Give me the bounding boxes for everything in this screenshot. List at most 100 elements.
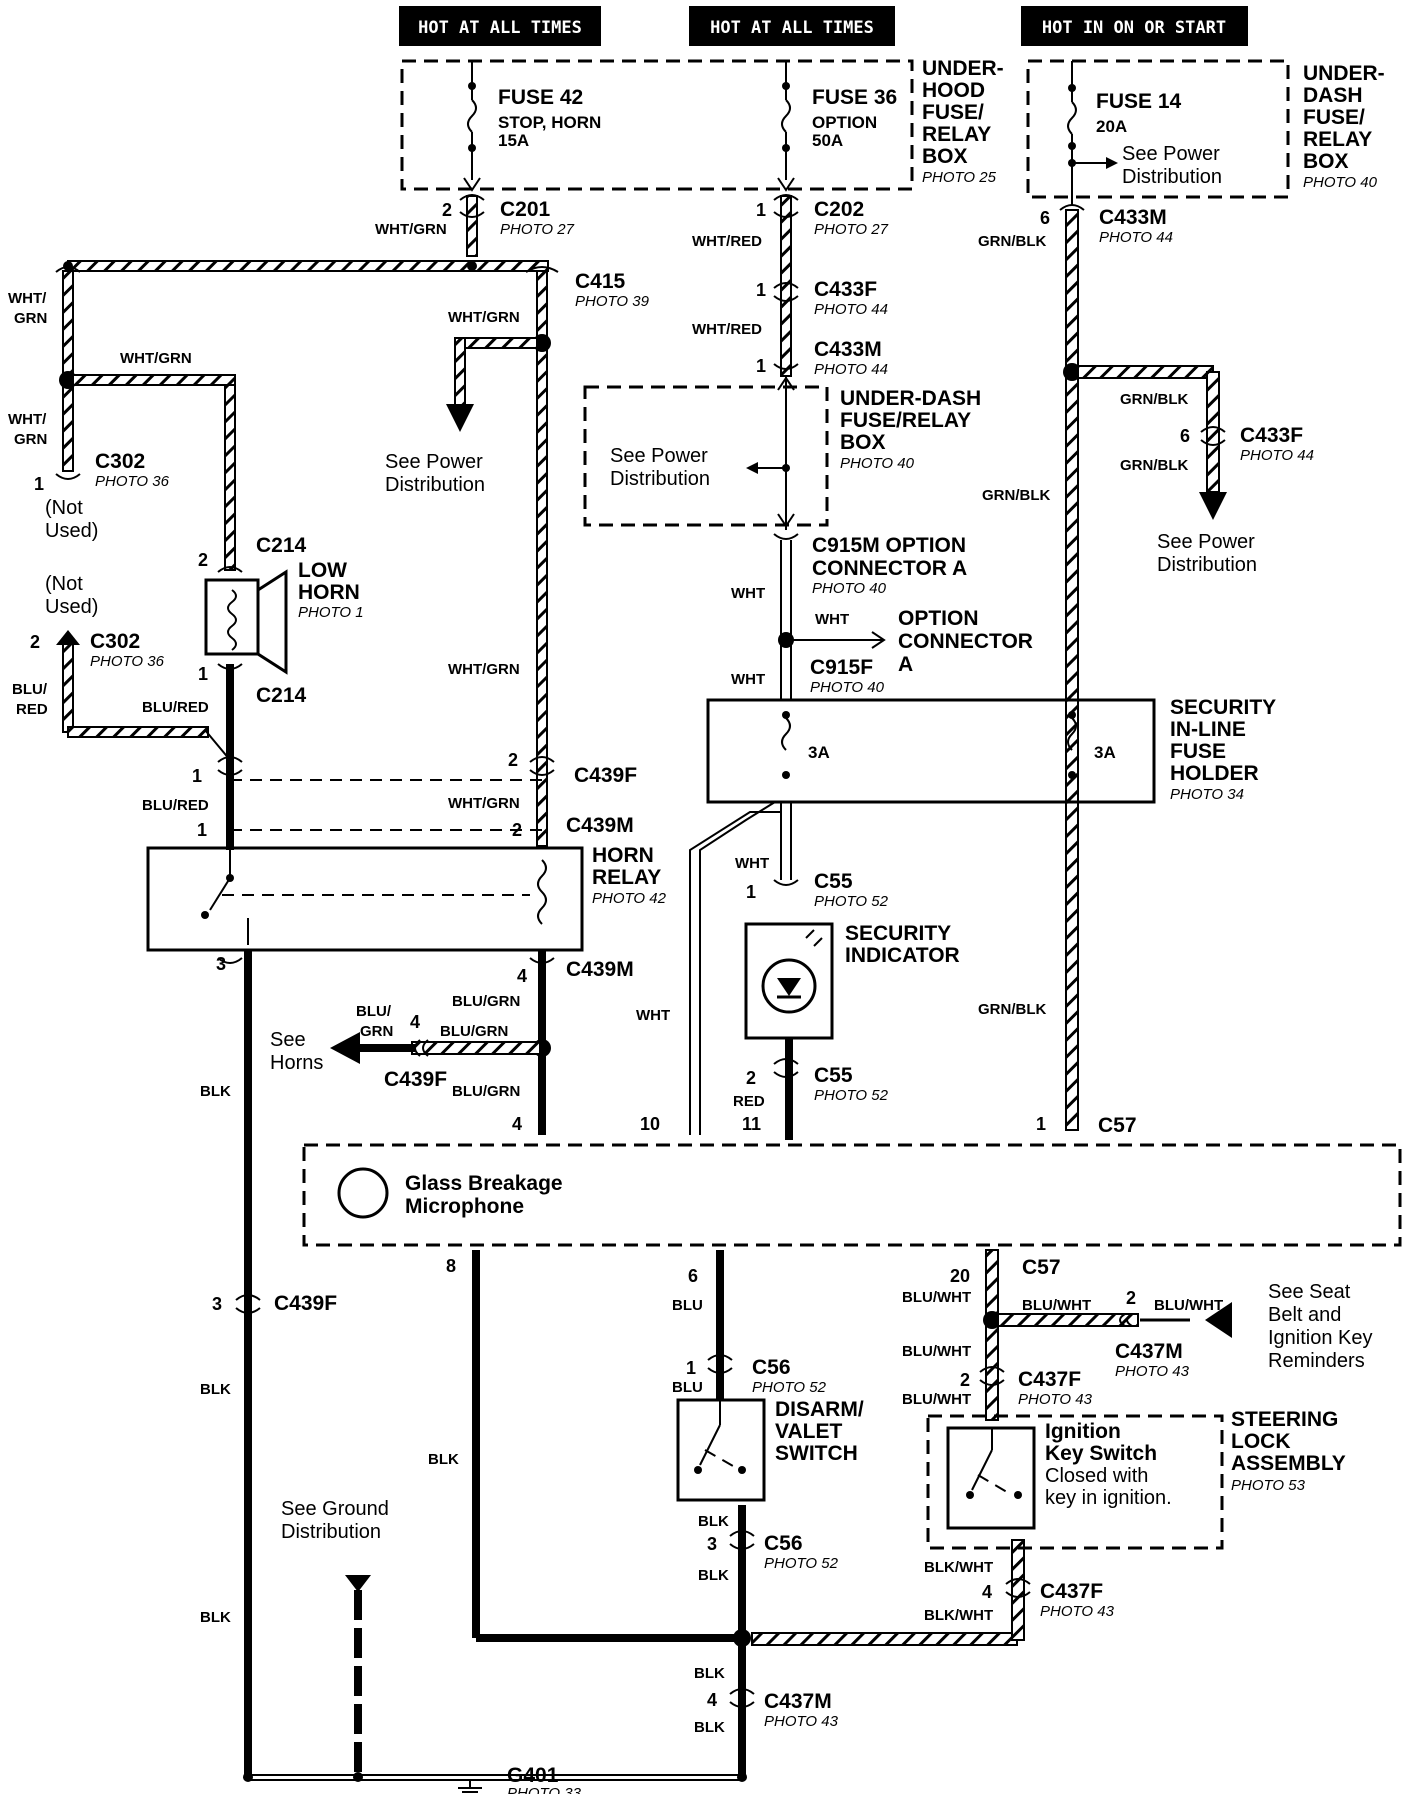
svg-text:PHOTO 44: PHOTO 44 xyxy=(814,361,888,378)
svg-text:Key Switch: Key Switch xyxy=(1045,1442,1157,1465)
svg-text:FUSE: FUSE xyxy=(1170,740,1226,763)
svg-text:PHOTO 36: PHOTO 36 xyxy=(90,653,165,670)
under-hood-fuse-relay-box: UNDER- HOOD FUSE/ RELAY BOX PHOTO 25 xyxy=(400,57,1004,191)
svg-text:WHT/GRN: WHT/GRN xyxy=(448,661,520,678)
svg-text:key in ignition.: key in ignition. xyxy=(1045,1487,1172,1509)
svg-text:20A: 20A xyxy=(1096,117,1127,136)
svg-text:BLK: BLK xyxy=(200,1381,231,1398)
svg-text:C915M OPTION: C915M OPTION xyxy=(812,534,966,557)
svg-text:BLU/: BLU/ xyxy=(356,1003,392,1020)
svg-text:PHOTO 43: PHOTO 43 xyxy=(1115,1363,1190,1380)
svg-text:ASSEMBLY: ASSEMBLY xyxy=(1231,1452,1346,1475)
svg-text:GRN: GRN xyxy=(14,310,47,327)
svg-text:C302: C302 xyxy=(90,630,140,653)
see-seat-belt-line3: Ignition Key xyxy=(1268,1327,1373,1349)
option-connector-label: OPTION xyxy=(898,607,979,630)
svg-text:PHOTO 27: PHOTO 27 xyxy=(814,221,889,238)
svg-text:PHOTO 52: PHOTO 52 xyxy=(814,1087,889,1104)
not-used-1: (Not xyxy=(45,497,83,519)
svg-text:SECURITY: SECURITY xyxy=(845,922,951,945)
svg-text:WHT: WHT xyxy=(735,855,769,872)
svg-text:GRN: GRN xyxy=(360,1023,393,1040)
svg-text:WHT/GRN: WHT/GRN xyxy=(375,221,447,238)
svg-text:C415: C415 xyxy=(575,270,626,293)
svg-text:C433M: C433M xyxy=(1099,206,1167,229)
svg-text:PHOTO 34: PHOTO 34 xyxy=(1170,786,1244,803)
svg-text:C439F: C439F xyxy=(274,1292,337,1315)
fuse-14: FUSE 14 20A See Power Distribution xyxy=(1067,61,1222,206)
svg-text:HORN: HORN xyxy=(592,844,654,867)
svg-text:LOCK: LOCK xyxy=(1231,1430,1291,1453)
svg-text:PHOTO 36: PHOTO 36 xyxy=(95,473,170,490)
svg-text:STOP, HORN: STOP, HORN xyxy=(498,113,601,132)
svg-text:C437M: C437M xyxy=(764,1690,832,1713)
svg-text:C57: C57 xyxy=(1022,1256,1061,1279)
svg-text:50A: 50A xyxy=(812,131,843,150)
svg-text:RELAY: RELAY xyxy=(1303,128,1372,151)
svg-text:C433F: C433F xyxy=(1240,424,1303,447)
svg-text:BLU/GRN: BLU/GRN xyxy=(452,1083,520,1100)
svg-text:UNDER-DASH: UNDER-DASH xyxy=(840,387,981,410)
svg-text:PHOTO 44: PHOTO 44 xyxy=(1099,229,1173,246)
svg-text:PHOTO 25: PHOTO 25 xyxy=(922,169,997,186)
svg-text:WHT/GRN: WHT/GRN xyxy=(448,309,520,326)
see-power-distribution-2: See Power xyxy=(385,451,483,473)
security-indicator: SECURITY INDICATOR xyxy=(744,922,960,1040)
svg-text:1: 1 xyxy=(746,882,756,902)
svg-text:Ignition: Ignition xyxy=(1045,1420,1121,1443)
svg-text:2: 2 xyxy=(442,200,452,220)
svg-text:PHOTO 40: PHOTO 40 xyxy=(840,455,915,472)
svg-text:PHOTO 39: PHOTO 39 xyxy=(575,293,650,310)
svg-text:C915F: C915F xyxy=(810,656,873,679)
svg-text:3A: 3A xyxy=(808,743,830,762)
svg-text:C56: C56 xyxy=(764,1532,803,1555)
svg-text:BLK: BLK xyxy=(698,1513,729,1530)
svg-text:WHT: WHT xyxy=(815,611,849,628)
svg-text:GRN/BLK: GRN/BLK xyxy=(1120,457,1188,474)
svg-text:C437M: C437M xyxy=(1115,1340,1183,1363)
svg-text:6: 6 xyxy=(1180,426,1190,446)
svg-text:WHT: WHT xyxy=(731,671,765,688)
svg-text:C55: C55 xyxy=(814,870,853,893)
see-seat-belt-line4: Reminders xyxy=(1268,1350,1365,1372)
svg-text:2: 2 xyxy=(512,820,522,840)
header-hot-in-on-or-start: HOT IN ON OR START xyxy=(1021,6,1248,46)
svg-text:WHT/GRN: WHT/GRN xyxy=(120,350,192,367)
svg-text:PHOTO 27: PHOTO 27 xyxy=(500,221,575,238)
svg-text:BOX: BOX xyxy=(922,145,968,168)
wire-wht-grn-right xyxy=(536,270,548,847)
svg-text:C439F: C439F xyxy=(384,1068,447,1091)
svg-text:RED: RED xyxy=(16,701,48,718)
svg-text:FUSE 14: FUSE 14 xyxy=(1096,90,1182,113)
svg-text:FUSE/RELAY: FUSE/RELAY xyxy=(840,409,971,432)
pin-numbers: 2 1 6 1 1 6 1 2 2 1 1 2 1 2 3 4 4 4 10 1… xyxy=(30,200,1190,1710)
svg-text:SECURITY: SECURITY xyxy=(1170,696,1276,719)
svg-text:G401: G401 xyxy=(507,1764,559,1787)
svg-text:BLU/WHT: BLU/WHT xyxy=(1022,1297,1091,1314)
svg-text:BLK: BLK xyxy=(200,1609,231,1626)
svg-text:GRN/BLK: GRN/BLK xyxy=(978,233,1046,250)
svg-text:WHT/GRN: WHT/GRN xyxy=(448,795,520,812)
svg-text:1: 1 xyxy=(756,280,766,300)
svg-text:2: 2 xyxy=(30,632,40,652)
svg-text:C57: C57 xyxy=(1098,1114,1137,1137)
svg-text:BLU/GRN: BLU/GRN xyxy=(440,1023,508,1040)
svg-text:BOX: BOX xyxy=(1303,150,1349,173)
svg-text:1: 1 xyxy=(756,200,766,220)
svg-text:PHOTO 40: PHOTO 40 xyxy=(1303,174,1378,191)
svg-text:C202: C202 xyxy=(814,198,864,221)
svg-text:4: 4 xyxy=(982,1582,992,1602)
svg-text:BOX: BOX xyxy=(840,431,886,454)
svg-text:BLU/WHT: BLU/WHT xyxy=(1154,1297,1223,1314)
svg-text:BLU/WHT: BLU/WHT xyxy=(902,1391,971,1408)
svg-text:BLU/GRN: BLU/GRN xyxy=(452,993,520,1010)
wire-grn-blk-right xyxy=(1065,209,1079,1131)
svg-text:VALET: VALET xyxy=(775,1420,842,1443)
svg-text:RELAY: RELAY xyxy=(592,866,661,889)
svg-text:WHT/RED: WHT/RED xyxy=(692,233,762,250)
svg-text:WHT/: WHT/ xyxy=(8,411,47,428)
svg-text:Microphone: Microphone xyxy=(405,1195,524,1218)
svg-text:RELAY: RELAY xyxy=(922,123,991,146)
wire-color-labels: WHT/GRN WHT/RED WHT/RED GRN/BLK WHT/ GRN… xyxy=(8,221,1223,1736)
horn-relay: HORN RELAY PHOTO 42 xyxy=(146,844,667,952)
